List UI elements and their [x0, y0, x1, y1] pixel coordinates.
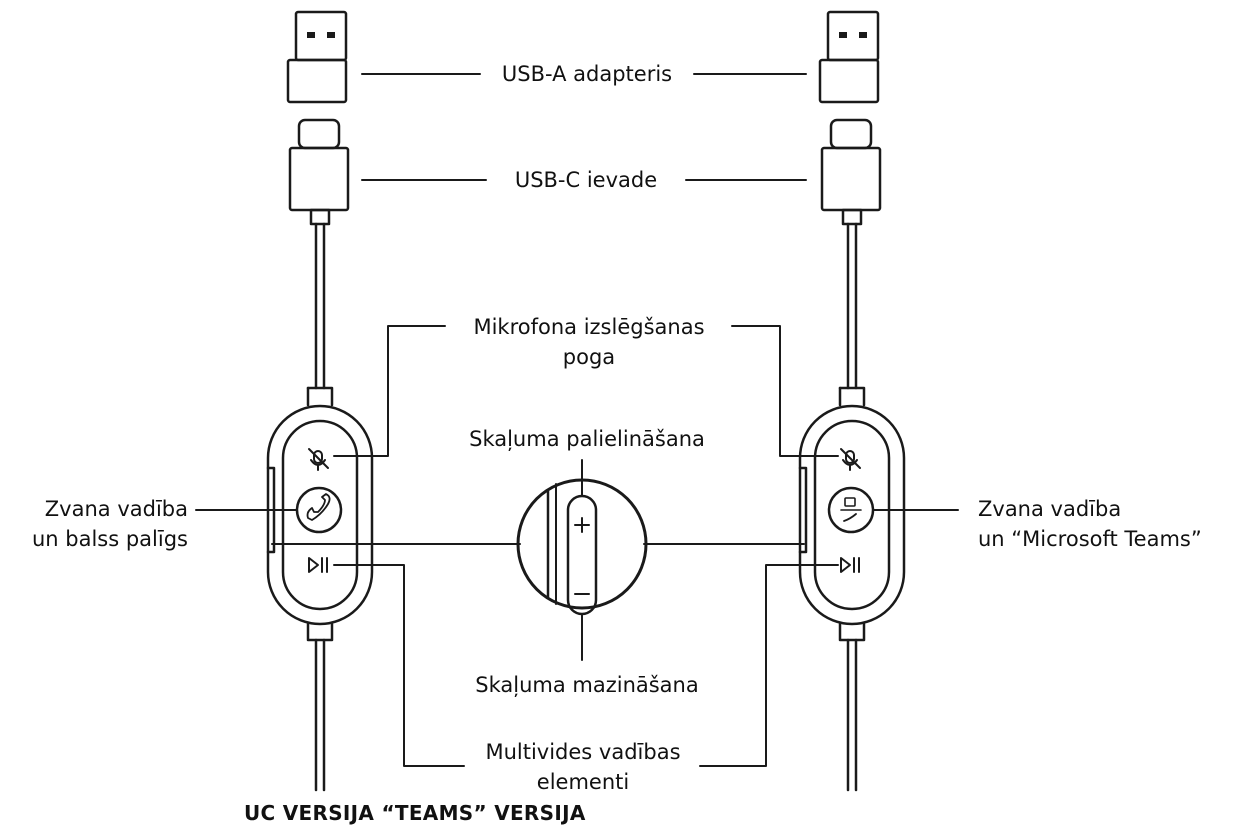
call-right-line2: un “Microsoft Teams”: [978, 527, 1202, 551]
call-control-left-label: Zvana vadība un balss palīgs: [0, 494, 188, 554]
media-label-line2: elementi: [536, 770, 630, 794]
usb-c-plug-left: [288, 118, 350, 226]
mute-label-line2: poga: [562, 345, 616, 369]
volume-down-label: Skaļuma mazināšana: [475, 673, 699, 697]
teams-cable-assembly: [798, 10, 906, 792]
leader-lines: [195, 73, 959, 767]
call-left-line2: un balss palīgs: [31, 527, 188, 551]
version-caption: UC VERSIJA “TEAMS” VERSIJA: [244, 798, 586, 828]
plus-icon: [574, 517, 590, 533]
usb-a-label: USB-A adapteris: [501, 62, 673, 86]
teams-inline-remote: [798, 404, 906, 626]
usb-a-plug-right: [818, 10, 880, 104]
mic-mute-icon: [840, 448, 861, 471]
volume-up-label: Skaļuma palielināšana: [469, 427, 705, 451]
call-left-line1: Zvana vadība: [44, 497, 188, 521]
play-pause-icon: [308, 557, 328, 573]
media-controls-label: Multivides vadības elementi: [468, 737, 698, 797]
call-right-line1: Zvana vadība: [978, 497, 1122, 521]
usb-c-label: USB-C ievade: [514, 168, 658, 192]
play-pause-icon: [840, 557, 860, 573]
uc-cable-assembly: [266, 10, 374, 792]
teams-version-label: “TEAMS” VERSIJA: [381, 801, 586, 825]
mic-mute-icon: [308, 448, 329, 471]
phone-icon: [295, 486, 343, 534]
uc-version-label: UC VERSIJA: [244, 801, 375, 825]
volume-rocker-zoom: [271, 459, 805, 661]
mute-label-line1: Mikrofona izslēgšanas: [473, 315, 705, 339]
mute-button-label: Mikrofona izslēgšanas poga: [442, 312, 736, 372]
call-control-right-label: Zvana vadība un “Microsoft Teams”: [978, 494, 1240, 554]
usb-a-plug-left: [286, 10, 348, 104]
teams-phone-icon: [827, 486, 875, 534]
usb-c-plug-right: [820, 118, 882, 226]
media-label-line1: Multivides vadības: [485, 740, 681, 764]
